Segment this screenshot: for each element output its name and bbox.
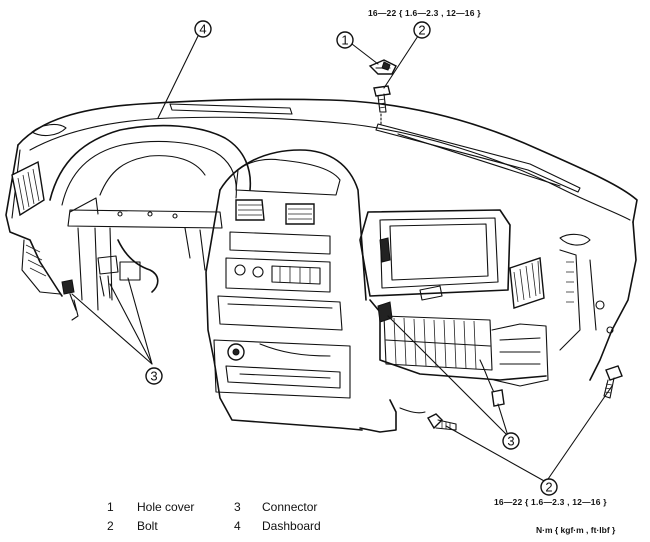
callout-bolt-bottom: 2: [540, 478, 558, 496]
callout-connector-left: 3: [145, 367, 163, 385]
bolt-bottom-right-part: [603, 365, 623, 399]
connector-right-part: [479, 359, 505, 407]
hole-cover-part: [368, 59, 397, 75]
legend-label-dashboard: Dashboard: [262, 519, 321, 533]
torque-spec-bottom: 16—22 { 1.6—2.3 , 12—16 }: [494, 497, 607, 507]
bolt-top-part: [373, 85, 391, 127]
legend-num-bolt: 2: [107, 519, 114, 533]
svg-text:4: 4: [199, 22, 206, 37]
callout-hole-cover: 1: [336, 31, 354, 49]
torque-spec-top: 16—22 { 1.6—2.3 , 12—16 }: [368, 8, 481, 18]
bolt-bottom-center-part: [427, 413, 457, 431]
legend-num-connector: 3: [234, 500, 241, 514]
legend-label-bolt: Bolt: [137, 519, 158, 533]
legend-num-dashboard: 4: [234, 519, 241, 533]
svg-text:3: 3: [150, 369, 157, 384]
legend-label-hole-cover: Hole cover: [137, 500, 195, 514]
svg-text:2: 2: [545, 480, 552, 495]
torque-units: N·m { kgf·m , ft·lbf }: [536, 525, 616, 535]
legend-label-connector: Connector: [262, 500, 318, 514]
callout-connector-right: 3: [502, 432, 520, 450]
dashboard-body: [5, 98, 638, 433]
svg-text:2: 2: [418, 23, 425, 38]
svg-text:3: 3: [507, 434, 514, 449]
callout-bolt-top: 2: [413, 21, 431, 39]
svg-text:1: 1: [341, 33, 348, 48]
legend-num-hole-cover: 1: [107, 500, 114, 514]
leader-lines: [71, 35, 613, 483]
callout-dashboard: 4: [194, 20, 212, 38]
